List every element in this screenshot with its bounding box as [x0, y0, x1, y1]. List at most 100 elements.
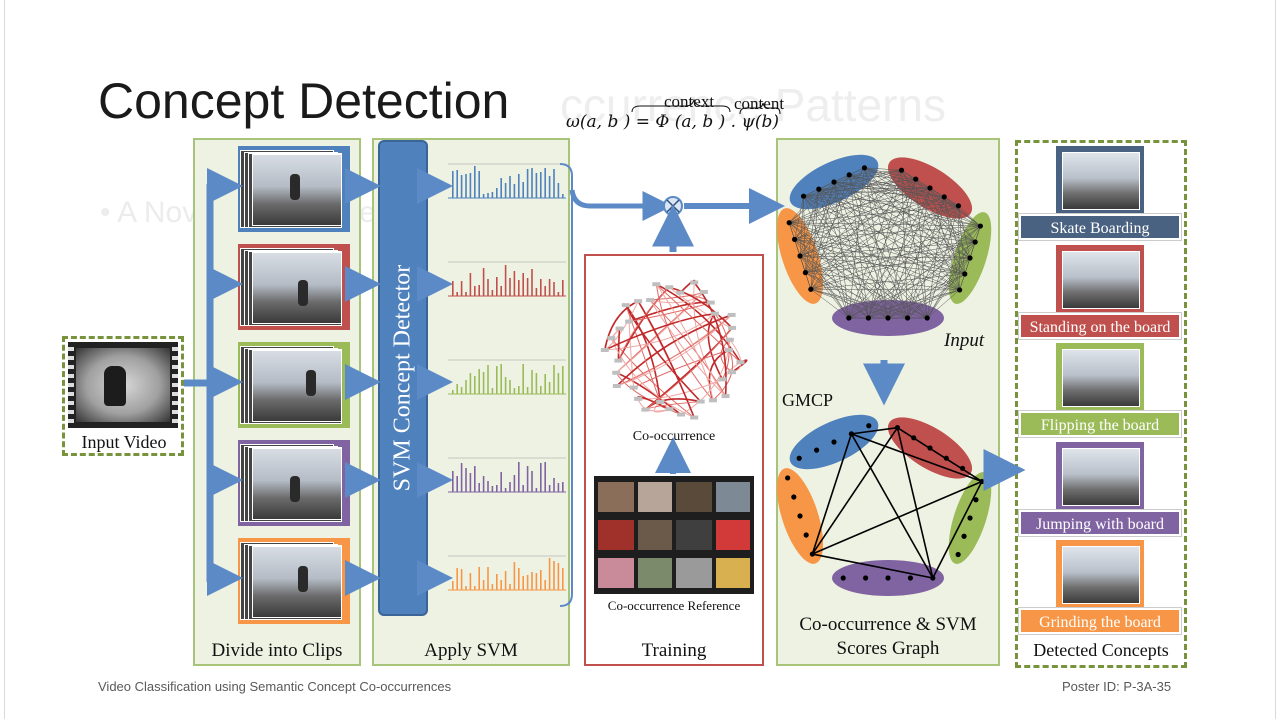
histogram-bar [465, 292, 467, 296]
gmcp-node [840, 575, 846, 581]
input-graph-node [885, 315, 891, 321]
histogram-bar [496, 188, 498, 198]
detected-concept-thumbnail [1056, 343, 1144, 411]
input-graph-edge [915, 179, 928, 319]
cooccurrence-node [736, 360, 745, 365]
input-video-thumbnail [68, 342, 178, 428]
cooccurrence-reference-label: Co-occurrence Reference [607, 598, 741, 613]
detected-concept-thumbnail [1056, 441, 1144, 510]
cooccurrence-node [665, 285, 674, 290]
gmcp-edge [851, 426, 898, 435]
histogram-bar [496, 574, 498, 590]
input-graph-edge [818, 188, 960, 291]
input-graph-edge [901, 170, 960, 291]
histogram-bar [452, 171, 454, 198]
cooccurrence-edge [625, 304, 702, 403]
histogram-bar [469, 373, 472, 394]
histogram-bar [491, 192, 494, 198]
input-graph-edge [944, 196, 981, 227]
histogram-bar [478, 369, 480, 394]
input-graph-edge [799, 241, 976, 257]
cooccurrence-edge [649, 299, 726, 397]
histogram-bar [518, 462, 520, 492]
histogram-bar [504, 265, 507, 296]
histogram-bar [509, 482, 511, 492]
histogram-bar [544, 168, 546, 198]
input-graph-node [846, 172, 852, 178]
input-graph-edge [794, 239, 908, 319]
histogram-bar [553, 365, 555, 394]
gmcp-node [785, 475, 791, 481]
histogram-bar [518, 174, 520, 198]
video-clip [238, 244, 350, 330]
input-graph-edge [789, 187, 931, 223]
input-graph-edge [810, 289, 928, 319]
input-graph-node [962, 271, 968, 277]
input-graph-edge [848, 174, 889, 319]
gmcp-node [885, 575, 891, 581]
detected-concept-thumbnail [1056, 244, 1144, 313]
gmcp-node [930, 575, 936, 581]
histogram-bar [553, 561, 555, 590]
input-graph-node [972, 239, 978, 245]
histogram-bar [509, 278, 511, 296]
histogram-bar [513, 184, 516, 198]
input-graph-edge [805, 272, 889, 319]
histogram-bar [535, 373, 538, 394]
detected-concept-thumbnail [1056, 540, 1144, 608]
gmcp-node [809, 551, 815, 557]
cooccurrence-node [646, 298, 655, 303]
cooccurrence-edge [604, 312, 716, 351]
histogram-bar [465, 174, 467, 198]
histogram-bar [487, 567, 489, 590]
formula-phi: Φ (a, b ) [655, 112, 726, 132]
histogram-bar [482, 580, 485, 590]
video-clip [238, 146, 350, 232]
histogram-bar [544, 286, 546, 296]
input-graph-edge [805, 272, 812, 290]
cooccurrence-node [676, 412, 685, 417]
detected-concept-label: Standing on the board [1018, 311, 1182, 340]
input-graph-node [898, 167, 905, 173]
histogram-bracket [559, 163, 573, 607]
histogram-bar [460, 463, 463, 492]
histogram-bar [456, 292, 458, 296]
input-graph-edge [868, 225, 981, 319]
input-graph-edge [805, 257, 971, 273]
histogram-bar [531, 471, 533, 492]
cooccurrence-node [676, 290, 685, 295]
histogram-bar [500, 364, 502, 394]
gmcp-edge [811, 433, 853, 555]
cooccurrence-node [725, 348, 733, 352]
gmcp-node [796, 455, 802, 461]
cooccurrence-node [696, 399, 705, 404]
input-graph-edge [849, 167, 865, 176]
input-graph-edge [805, 181, 835, 273]
cooccurrence-node [665, 407, 674, 412]
gmcp-node [911, 435, 917, 441]
histogram-bar [544, 580, 546, 590]
input-graph-edge [805, 241, 976, 273]
gmcp-node [959, 465, 966, 471]
input-graph-edge [818, 188, 965, 275]
input-graph-edge [799, 174, 850, 257]
histogram-bar [487, 481, 489, 492]
histogram-bar [465, 586, 467, 590]
input-graph-edge [789, 169, 902, 223]
input-graph-edge [927, 289, 960, 319]
input-graph-edge [974, 225, 981, 243]
histogram-bar [491, 290, 494, 296]
histogram-bar [522, 364, 524, 394]
gmcp-node [803, 532, 809, 538]
input-graph-node [865, 315, 872, 321]
histogram-bar [452, 390, 454, 394]
cooccurrence-edge [655, 283, 742, 363]
cooccurrence-node [615, 326, 624, 331]
gmcp-edge [932, 481, 983, 579]
input-graph-edge [810, 289, 849, 319]
histogram-bar [540, 463, 542, 492]
histogram-bar [487, 279, 489, 296]
input-graph-edge [907, 273, 965, 319]
footer-poster-id: Poster ID: P-3A-35 [1062, 679, 1172, 694]
training-caption: Training [641, 640, 707, 661]
